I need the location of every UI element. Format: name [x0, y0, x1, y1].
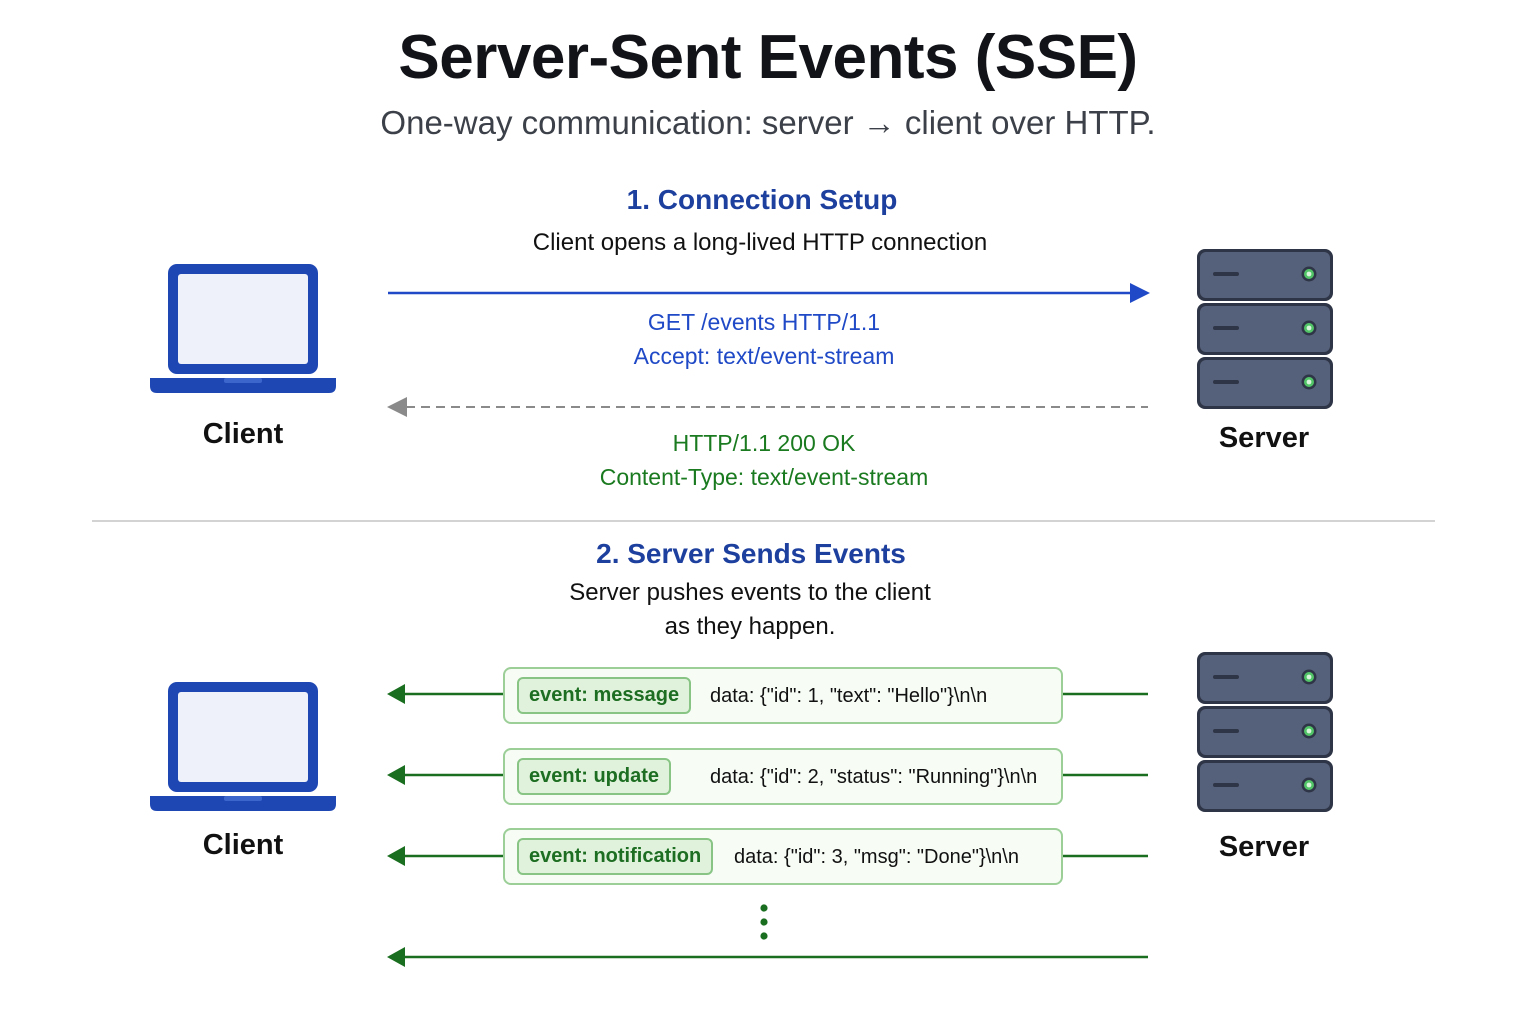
event-data: data: {"id": 1, "text": "Hello"}\n\n	[710, 685, 988, 707]
server-rack-icon	[1197, 249, 1333, 409]
event-type-badge: event: notification	[517, 838, 714, 875]
event-type-badge: event: message	[517, 677, 692, 714]
section2-description-line-1: Server pushes events to the client	[569, 579, 931, 606]
event-box: event: notification data: {"id": 3, "msg…	[503, 828, 1063, 885]
response-arrow	[387, 397, 1148, 417]
section1-description: Client opens a long-lived HTTP connectio…	[532, 229, 988, 256]
request-line-2: Accept: text/event-stream	[633, 343, 895, 369]
response-line-1: HTTP/1.1 200 OK	[672, 430, 856, 456]
vertical-ellipsis-icon	[760, 904, 768, 940]
response-line-2: Content-Type: text/event-stream	[599, 464, 929, 490]
laptop-icon	[150, 264, 336, 393]
event-stream-arrow	[387, 947, 1148, 967]
client-label: Client	[202, 829, 284, 861]
event-type-badge: event: update	[517, 758, 672, 795]
page-subtitle: One-way communication: server → client o…	[380, 104, 1156, 141]
event-data: data: {"id": 2, "status": "Running"}\n\n	[710, 766, 1038, 788]
event-box: event: message data: {"id": 1, "text": "…	[503, 667, 1063, 724]
server-rack-icon	[1197, 652, 1333, 812]
section1-title: 1. Connection Setup	[626, 184, 898, 215]
client-label: Client	[202, 418, 284, 450]
request-arrow	[388, 283, 1150, 303]
event-box: event: update data: {"id": 2, "status": …	[503, 748, 1063, 805]
event-data: data: {"id": 3, "msg": "Done"}\n\n	[734, 846, 1019, 868]
section-divider	[92, 520, 1435, 522]
request-line-1: GET /events HTTP/1.1	[647, 309, 881, 335]
section2-description-line-2: as they happen.	[664, 613, 836, 640]
server-label: Server	[1218, 422, 1310, 454]
server-label: Server	[1218, 831, 1310, 863]
laptop-icon	[150, 682, 336, 811]
section2-title: 2. Server Sends Events	[596, 538, 906, 569]
page-title: Server-Sent Events (SSE)	[398, 23, 1138, 92]
